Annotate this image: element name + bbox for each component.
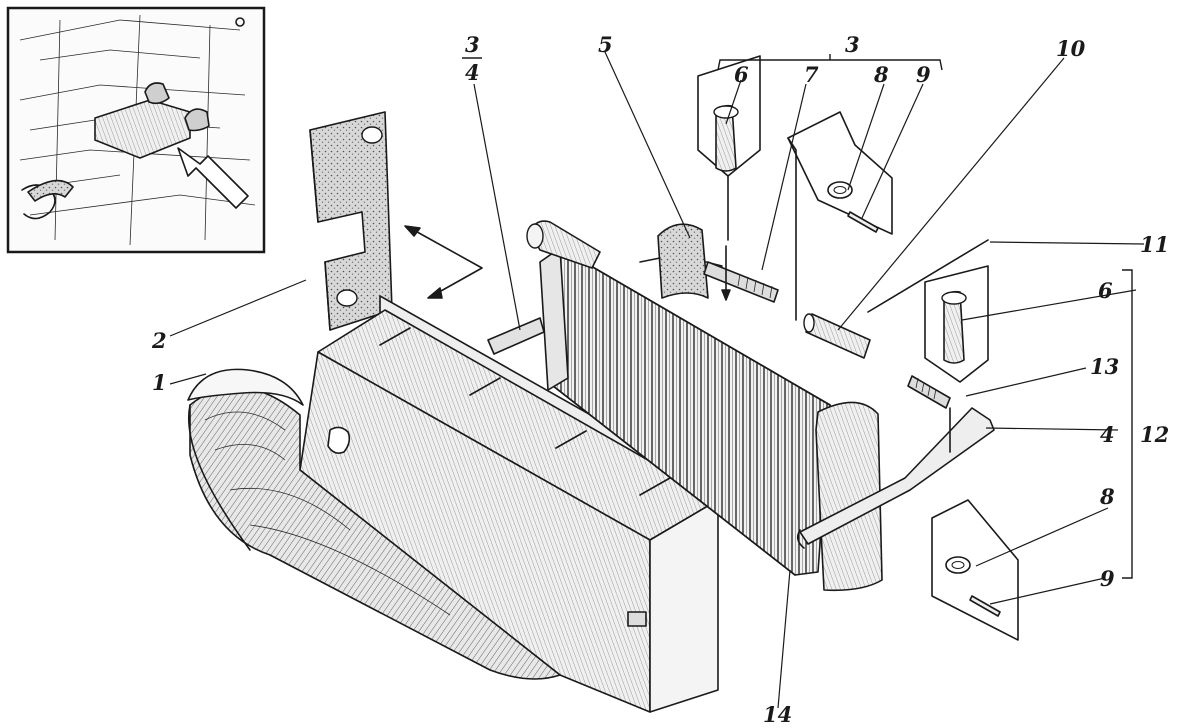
callout-7: 7 <box>804 62 819 87</box>
callout-3-upper: 3 <box>465 32 480 57</box>
callout-13: 13 <box>1090 354 1119 379</box>
rod-part-11 <box>867 239 989 313</box>
pin-part-6-detail-right <box>924 265 989 383</box>
callout-4-right: 4 <box>1100 422 1115 447</box>
callout-4-lower: 4 <box>465 60 480 85</box>
bracket-part-5 <box>639 223 723 299</box>
washer-cotter-detail-bottom <box>931 499 1019 641</box>
callout-9-bottom: 9 <box>1100 566 1115 591</box>
stud-part-7 <box>703 245 779 303</box>
gasket-part-2 <box>309 111 393 331</box>
intake-duct-part-1 <box>187 368 561 680</box>
group-bracket-3-top <box>717 54 943 71</box>
duct-housing <box>299 295 721 713</box>
radiator-core-part-14 <box>526 220 883 592</box>
callout-1: 1 <box>152 370 167 395</box>
callout-10: 10 <box>1056 36 1086 61</box>
callout-3-group: 3 <box>845 32 860 57</box>
callout-6-top: 6 <box>734 62 749 87</box>
callout-labels: 1 2 3 4 5 3 6 7 8 9 10 11 6 13 4 12 8 9 … <box>151 32 1169 727</box>
callout-14: 14 <box>763 702 792 727</box>
callout-6-right: 6 <box>1098 278 1113 303</box>
callout-9-top: 9 <box>916 62 931 87</box>
pin-part-6-detail <box>697 55 761 241</box>
callout-8-top: 8 <box>873 62 889 87</box>
leader-lines <box>169 51 1145 709</box>
callout-8-bottom: 8 <box>1099 484 1115 509</box>
sleeve-part-10 <box>803 313 871 359</box>
callout-11: 11 <box>1140 232 1169 257</box>
callout-12: 12 <box>1140 422 1169 447</box>
assembly-arrows <box>404 225 483 299</box>
washer-cotter-detail-top <box>787 111 893 321</box>
group-bracket-12 <box>1122 269 1133 579</box>
strap-part-4-left <box>487 317 545 355</box>
callout-2: 2 <box>151 328 167 353</box>
strap-part-4-right <box>796 375 995 549</box>
callout-5: 5 <box>598 32 613 57</box>
inset-location-view <box>6 6 266 254</box>
